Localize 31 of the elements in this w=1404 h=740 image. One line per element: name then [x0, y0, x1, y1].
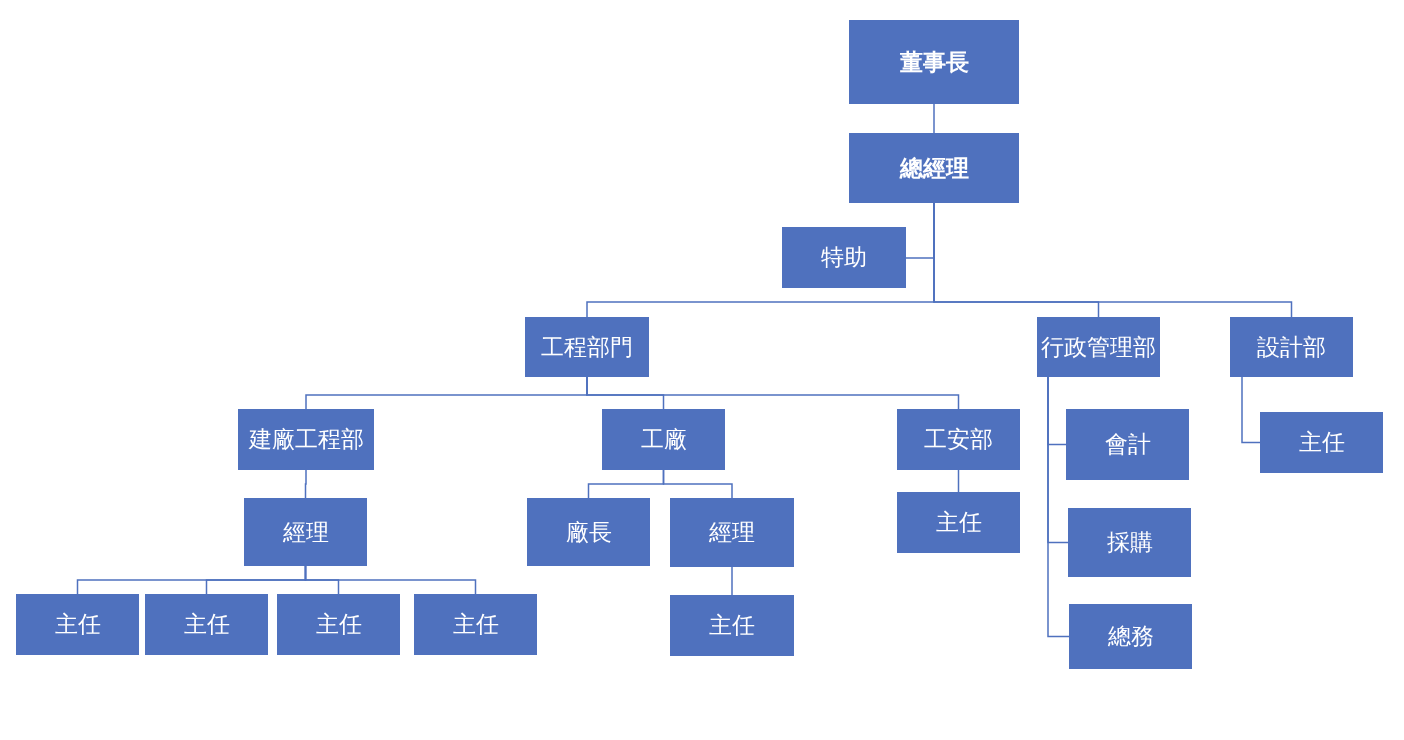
position-box: 主任	[145, 594, 268, 655]
connector-line	[304, 469, 307, 499]
connector-line	[304, 565, 477, 595]
position-box: 設計部	[1230, 317, 1353, 377]
position-box: 主任	[1260, 412, 1383, 473]
position-box: 總經理	[849, 133, 1019, 203]
position-box: 採購	[1068, 508, 1191, 577]
position-box: 主任	[670, 595, 794, 656]
position-box: 建廠工程部	[238, 409, 374, 470]
position-box: 主任	[277, 594, 400, 655]
position-box: 主任	[897, 492, 1020, 553]
position-box: 行政管理部	[1037, 317, 1160, 377]
position-box: 總務	[1069, 604, 1192, 669]
position-box: 經理	[670, 498, 794, 567]
connector-line	[662, 469, 733, 499]
connector-line	[933, 103, 935, 134]
position-box: 特助	[782, 227, 906, 288]
position-box: 董事長	[849, 20, 1019, 104]
position-box: 主任	[16, 594, 139, 655]
position-box: 廠長	[527, 498, 650, 566]
position-box: 主任	[414, 594, 537, 655]
connector-line	[1241, 376, 1261, 444]
position-box: 會計	[1066, 409, 1189, 480]
position-box: 工廠	[602, 409, 725, 470]
connector-line	[957, 469, 960, 493]
position-box: 工安部	[897, 409, 1020, 470]
connector-line	[586, 376, 960, 410]
connector-line	[1047, 376, 1070, 638]
connector-line	[731, 566, 733, 596]
position-box: 工程部門	[525, 317, 649, 377]
position-box: 經理	[244, 498, 367, 566]
